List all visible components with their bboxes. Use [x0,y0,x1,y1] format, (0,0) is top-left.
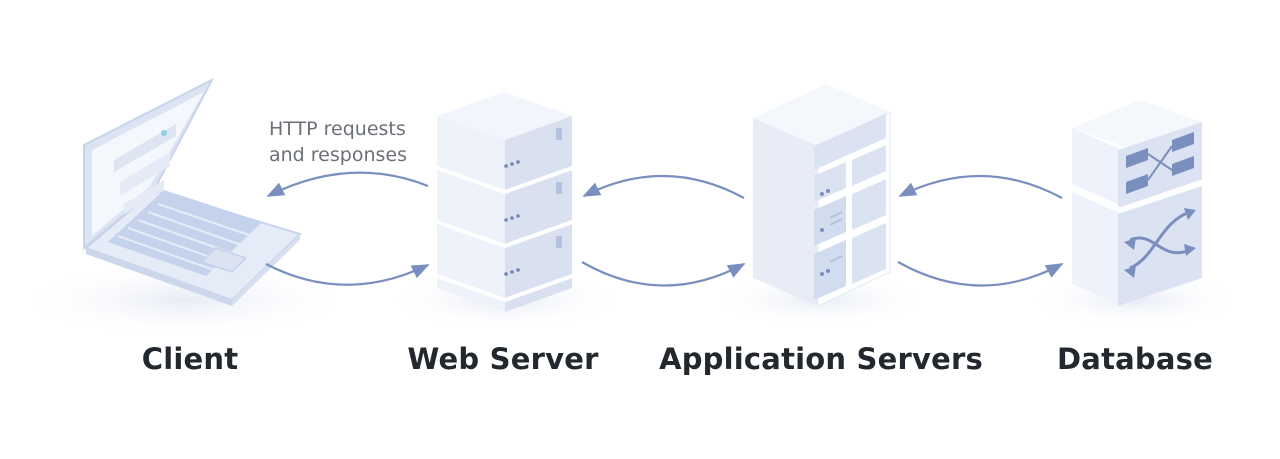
http-annotation-line1: HTTP requests [269,118,406,140]
arrow-to-web-server-return [582,174,745,199]
connectors [265,171,1064,287]
http-annotation: HTTP requests and responses [269,116,407,168]
server-rack-icon [753,84,891,307]
arrow-to-app-servers-return [898,174,1063,199]
laptop-icon [83,77,302,306]
arrow-to-database [897,261,1064,287]
client-shadow [15,262,355,338]
app-servers-label: Application Servers [659,342,983,376]
http-annotation-line2: and responses [269,144,407,166]
arrow-to-web-server [265,263,430,286]
arrow-to-client [266,171,429,197]
server-stack-icon [436,92,573,312]
web-server-label: Web Server [407,342,599,376]
database-switch-icon [1070,100,1203,306]
arrow-to-app-servers [581,261,746,287]
database-label: Database [1057,342,1213,376]
client-label: Client [141,342,239,376]
